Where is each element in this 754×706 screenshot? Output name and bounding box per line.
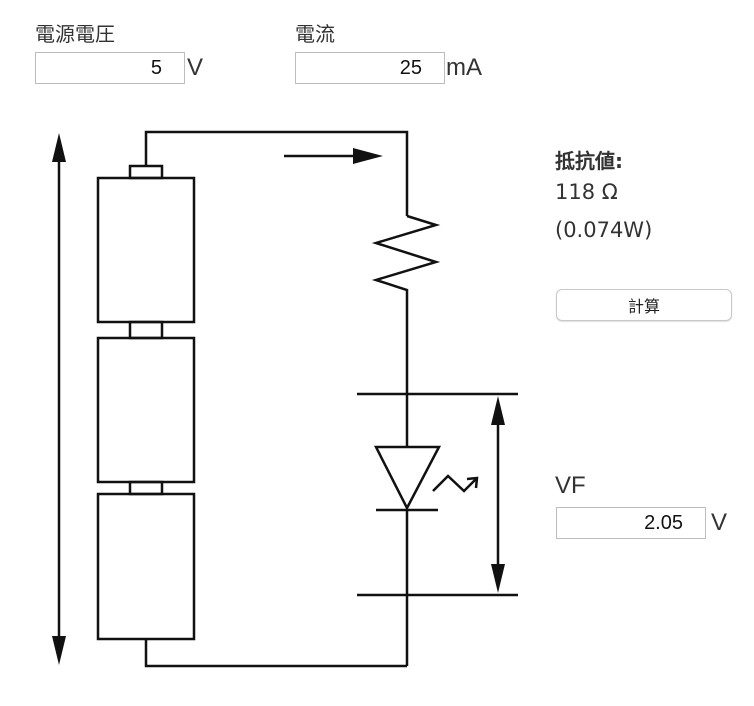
resistance-label: 抵抗値:: [555, 149, 623, 173]
battery-3-terminal: [128, 480, 164, 496]
supply-arrow-up: [52, 133, 66, 162]
power-value: (0.074W): [555, 218, 653, 242]
light-emission-arrowhead: [466, 476, 479, 489]
battery-2-terminal: [128, 320, 164, 340]
battery-3: [96, 492, 196, 641]
bottom-wire: [144, 639, 407, 668]
top-wire: [144, 130, 409, 216]
calculate-button[interactable]: 計算: [556, 289, 732, 321]
current-unit: mA: [446, 54, 482, 81]
resistor-symbol: [371, 214, 441, 394]
led-symbol: [373, 445, 442, 511]
forward-voltage-input[interactable]: [556, 507, 706, 539]
current-label: 電流: [295, 22, 335, 46]
current-direction-arrowhead: [353, 148, 383, 164]
vf-arrow-up: [491, 396, 505, 425]
light-emission-icon: [432, 474, 477, 493]
forward-voltage-label: VF: [555, 472, 586, 499]
current-input[interactable]: [295, 52, 445, 84]
supply-arrow-down: [52, 636, 66, 665]
resistance-value: 118 Ω: [555, 180, 618, 204]
battery-1: [96, 176, 196, 324]
battery-2: [96, 336, 196, 484]
supply-voltage-unit: V: [187, 54, 204, 81]
battery-1-terminal: [128, 164, 164, 180]
supply-voltage-input[interactable]: [35, 52, 185, 84]
vf-arrow-down: [491, 564, 505, 593]
supply-voltage-label: 電源電圧: [35, 22, 115, 46]
forward-voltage-unit: V: [711, 509, 728, 536]
